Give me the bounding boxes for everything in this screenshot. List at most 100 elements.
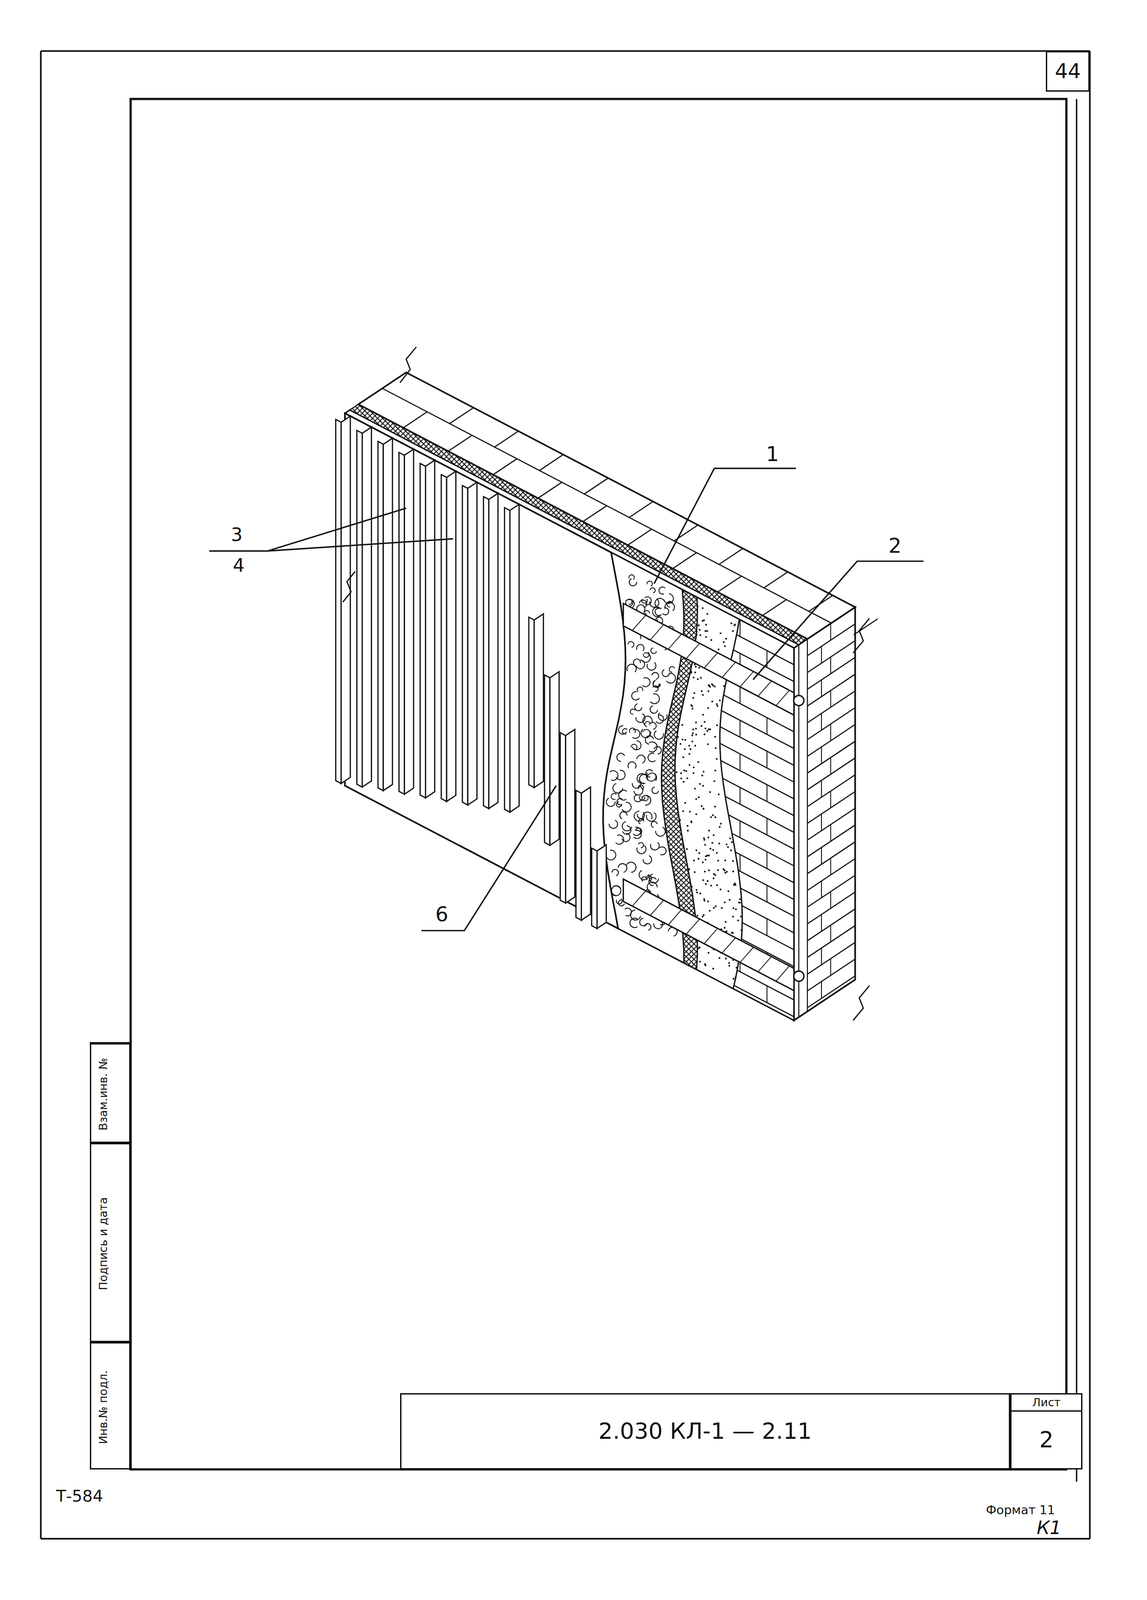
brick-joint — [820, 713, 822, 731]
insulation-fiber — [655, 608, 662, 616]
plaster-dot — [697, 857, 700, 860]
plaster-dot — [740, 915, 742, 918]
plaster-dot — [726, 870, 728, 873]
plaster-dot — [707, 836, 710, 839]
plaster-dot — [712, 848, 714, 851]
plaster-dot — [682, 756, 685, 759]
plaster-dot — [681, 723, 684, 726]
plaster-dot — [691, 705, 694, 708]
cladding-rib — [544, 674, 551, 845]
cladding-panel — [345, 413, 626, 929]
frame-line — [40, 51, 42, 1539]
insulation-fiber — [624, 908, 632, 916]
timber-batten — [623, 603, 794, 715]
plaster-dot — [695, 849, 698, 852]
timber-grain — [632, 615, 646, 631]
plaster-dot — [702, 770, 705, 773]
stamp-label: Подпись и дата — [97, 1197, 110, 1291]
insulation-fiber — [669, 666, 675, 672]
brick-joint — [829, 791, 831, 808]
plaster-dot — [712, 834, 715, 836]
plaster-dot — [700, 805, 703, 807]
insulation-fiber — [640, 729, 651, 738]
plaster-dot — [704, 855, 707, 858]
plaster-dot — [732, 907, 735, 910]
insulation-fiber — [630, 708, 636, 714]
insulation-fiber — [652, 606, 661, 617]
layer-line — [806, 638, 808, 1012]
plaster-dot — [692, 772, 695, 774]
insulation-fiber — [644, 923, 651, 930]
inner-frame — [130, 98, 1067, 1470]
callout-number: 6 — [435, 904, 449, 925]
cladding-rib — [596, 844, 607, 929]
insulation-fiber — [655, 826, 666, 836]
brick-joint — [537, 482, 562, 499]
plaster-dot — [732, 915, 734, 918]
brick-joint — [766, 818, 768, 835]
wall-section — [335, 346, 878, 1021]
plaster-dot — [695, 889, 698, 891]
brick-joint — [829, 857, 831, 875]
insulation-fiber — [639, 795, 645, 801]
plaster-dot — [702, 879, 705, 882]
plaster-dot — [731, 841, 733, 844]
plaster-dot — [692, 766, 695, 769]
plaster-dot — [713, 685, 716, 688]
brick-course — [807, 791, 856, 824]
brick-joint — [739, 854, 741, 872]
plaster-dot — [723, 901, 726, 904]
cladding-rib — [462, 485, 468, 805]
plaster-dot — [707, 951, 710, 954]
frame-line — [40, 50, 1090, 52]
cladding-rib — [377, 441, 384, 791]
brick-joint — [582, 505, 607, 522]
plaster-dot — [682, 810, 685, 812]
sheet-text: 44 — [1054, 60, 1082, 83]
plaster-dot — [714, 747, 717, 750]
brick-course — [807, 674, 856, 706]
brick-joint — [820, 847, 822, 865]
insulation-fiber — [638, 870, 649, 880]
cladding-rib — [550, 671, 560, 846]
plaster-dot — [712, 877, 715, 880]
cladding-rib — [340, 415, 350, 784]
plaster-dot — [703, 898, 705, 900]
insulation-fiber — [652, 787, 659, 794]
insulation-fiber — [652, 685, 659, 692]
stamp-label: Инв.№ подл. — [97, 1370, 110, 1445]
brick-course — [807, 841, 856, 874]
plaster-dot — [724, 871, 727, 874]
plaster-dot — [693, 859, 695, 862]
plaster-dot — [697, 796, 700, 798]
brick-joint — [820, 981, 822, 998]
plaster-dot — [686, 829, 689, 832]
timber-grain — [668, 909, 682, 925]
plaster-dot — [690, 821, 693, 824]
insulation-fiber — [648, 753, 656, 762]
plaster-dot — [694, 665, 697, 668]
plaster-dot — [711, 700, 714, 703]
plaster-dot — [707, 690, 710, 692]
insulation-fiber — [609, 770, 618, 781]
plaster-dot — [722, 641, 725, 644]
insulation-fiber — [631, 691, 640, 701]
plaster-dot — [695, 813, 698, 816]
plaster-dot — [732, 629, 734, 632]
timber-batten — [623, 879, 794, 991]
plaster-dot — [703, 733, 706, 736]
brick-joint — [739, 686, 741, 704]
plaster-dot — [706, 880, 709, 882]
plaster-dot — [706, 730, 709, 733]
cladding-rib — [528, 617, 535, 788]
brick-joint — [820, 881, 822, 898]
break-mark — [342, 571, 355, 602]
cladding-rib — [404, 449, 414, 795]
brick-joint — [766, 851, 768, 869]
wall-end-face — [793, 606, 856, 1021]
plaster-dot — [739, 898, 742, 900]
insulation-fiber — [606, 850, 616, 861]
brick-joint — [807, 623, 832, 639]
cladding-rib — [362, 427, 372, 788]
cladding-rib — [560, 732, 566, 903]
